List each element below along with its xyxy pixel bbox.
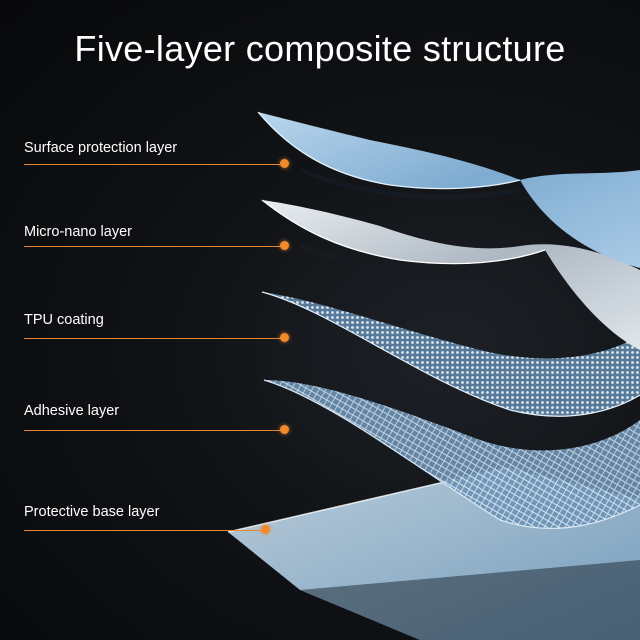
label-protective-base-layer: Protective base layer: [24, 504, 160, 520]
marker-dot: [280, 241, 289, 250]
marker-dot: [280, 333, 289, 342]
label-tpu-coating: TPU coating: [24, 312, 104, 328]
leader-line: [24, 430, 285, 431]
adhesive-layer-shape: [264, 380, 640, 529]
leader-line: [24, 338, 285, 339]
page-title: Five-layer composite structure: [74, 28, 566, 69]
label-surface-protection-layer: Surface protection layer: [24, 140, 178, 156]
micro-nano-layer-shape: [262, 200, 640, 350]
surface-protection-layer-shape: [258, 112, 640, 268]
marker-dot: [280, 159, 289, 168]
label-adhesive-layer: Adhesive layer: [24, 403, 120, 419]
leader-line: [24, 164, 285, 165]
marker-dot: [280, 425, 289, 434]
leader-line: [24, 530, 266, 531]
tpu-coating-shape: [262, 292, 640, 417]
leader-line: [24, 246, 285, 247]
label-micro-nano-layer: Micro-nano layer: [24, 224, 132, 240]
marker-dot: [261, 525, 270, 534]
